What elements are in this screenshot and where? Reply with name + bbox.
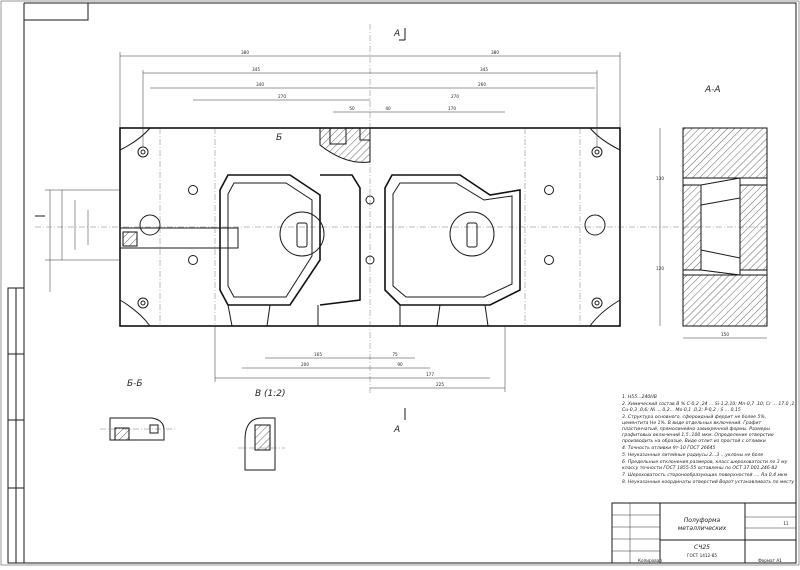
technical-notes: 1. Н55...240НВ 2. Химический состав В % … bbox=[622, 394, 795, 485]
top-dimensions: 380 380 345 345 340 260 270 270 50 40 17… bbox=[119, 50, 621, 147]
note-line: 7. Шероховатость сторонообразующих повер… bbox=[622, 472, 788, 478]
dim-40: 40 bbox=[385, 106, 391, 111]
dim-50: 50 bbox=[349, 106, 355, 111]
format: Формат А1 bbox=[758, 558, 782, 563]
note-line: производить на образце, Виде отлит из пр… bbox=[622, 438, 766, 444]
note-line: 2. Химический состав В % C-0,2 ,24 ... S… bbox=[622, 401, 795, 407]
note-line: Cu-0,3 ,0,6; Ni ... 0,2... Mo-0,1 ,0,2; … bbox=[622, 407, 741, 413]
title-block: Полуформа металлических СЧ25 ГОСТ 1412-8… bbox=[611, 502, 797, 564]
left-dimensions bbox=[35, 189, 120, 292]
dim-150: 150 bbox=[721, 332, 729, 337]
dim-260: 260 bbox=[478, 82, 486, 87]
dim-345-left: 345 bbox=[252, 67, 260, 72]
bottom-dimensions: 165 75 200 90 177 225 bbox=[214, 326, 506, 392]
part-name-line2: металлических bbox=[678, 525, 727, 532]
note-line: 4. Точность отливки 9т-10 ГОСТ 26645 bbox=[622, 445, 716, 451]
note-line: пластинчатый, прямолинейно-завихренной ф… bbox=[622, 426, 770, 432]
section-bb-title: Б-Б bbox=[127, 379, 143, 389]
dim-75: 75 bbox=[392, 352, 398, 357]
section-a-bottom-label: А bbox=[393, 425, 400, 435]
dim-90: 90 bbox=[397, 362, 403, 367]
dim-200: 200 bbox=[301, 362, 309, 367]
dim-120: 120 bbox=[656, 266, 664, 271]
dim-130: 130 bbox=[656, 176, 664, 181]
material: СЧ25 bbox=[694, 544, 710, 551]
dim-345-right: 345 bbox=[480, 67, 488, 72]
section-aa-title: А-А bbox=[704, 85, 721, 95]
dim-340: 340 bbox=[256, 82, 264, 87]
copied-by: Копировал bbox=[638, 558, 662, 563]
part-name-line1: Полуформа bbox=[684, 517, 721, 524]
sheet-number: 11 bbox=[783, 521, 789, 526]
note-line: 8. Неуказанные координаты отверстий Воро… bbox=[622, 479, 794, 485]
section-aa-view: А-А 150 130 120 bbox=[656, 85, 768, 339]
note-line: 3. Структура основного, сфероидный ферри… bbox=[622, 414, 766, 420]
note-line: 6. Предельные отклонения размеров, класс… bbox=[622, 459, 788, 465]
section-v-title: В (1:2) bbox=[255, 389, 286, 399]
dim-380-right: 380 bbox=[491, 50, 499, 55]
note-line: цементита Не 1%. В виде отдельных включе… bbox=[622, 420, 761, 426]
dim-270-right: 270 bbox=[451, 94, 459, 99]
note-line: классу точности ГОСТ 1855-55 оставлены п… bbox=[622, 465, 777, 471]
main-plan-view bbox=[35, 24, 680, 395]
section-a-marks: А А Б bbox=[276, 28, 406, 435]
note-line: 5. Неуказанные литейные радиусы 2...3 ..… bbox=[622, 452, 763, 458]
section-v-view: В (1:2) bbox=[238, 389, 286, 471]
section-bb-view: Б-Б bbox=[100, 379, 175, 441]
note-line: 1. Н55...240НВ bbox=[622, 394, 657, 400]
dim-270-left: 270 bbox=[278, 94, 286, 99]
section-a-top-label: А bbox=[393, 29, 400, 39]
dim-225: 225 bbox=[436, 382, 444, 387]
dim-165: 165 bbox=[314, 352, 322, 357]
dim-170: 170 bbox=[448, 106, 456, 111]
section-b-label: Б bbox=[276, 133, 282, 143]
note-line: графитовых включений 1,5..100 мкм. Опред… bbox=[622, 432, 774, 438]
material-standard: ГОСТ 1412-85 bbox=[687, 553, 717, 558]
dim-380-left: 380 bbox=[241, 50, 249, 55]
dim-177: 177 bbox=[426, 372, 434, 377]
